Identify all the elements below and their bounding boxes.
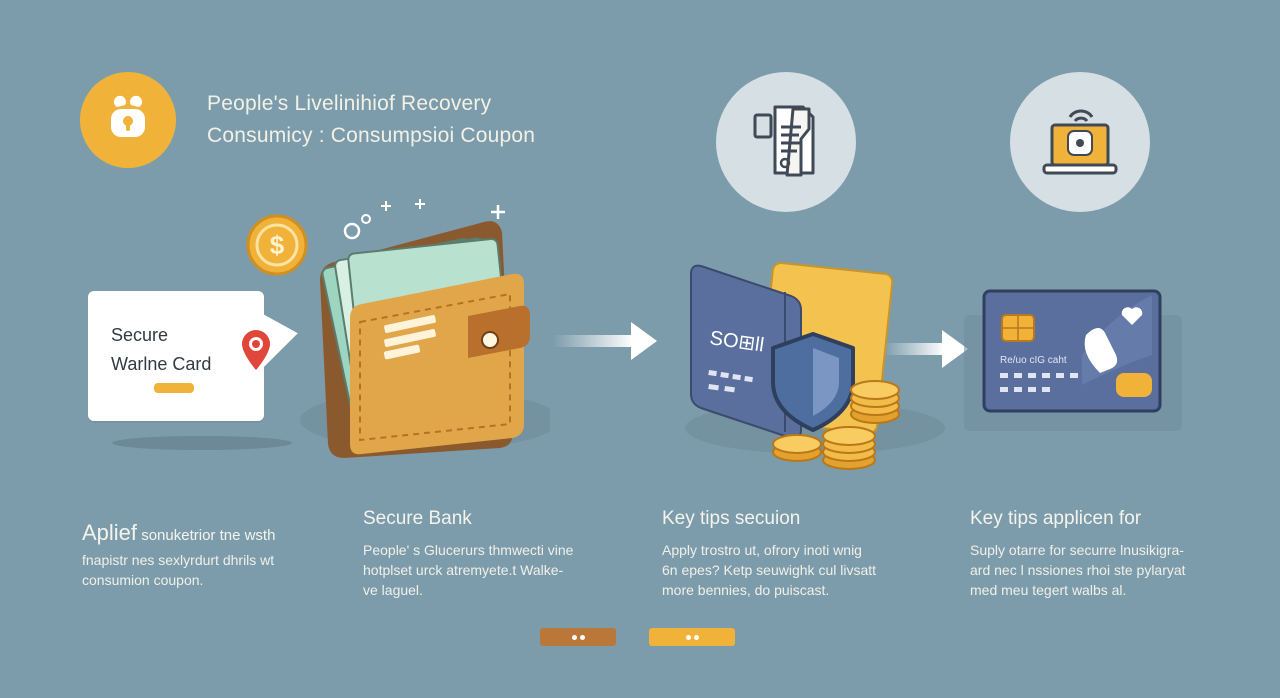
column-3-line-1: Apply trostro ut, ofrory inoti wnig (662, 542, 862, 558)
column-2: Secure Bank People' s Glucerurs thmwecti… (363, 508, 573, 600)
bank-card-shield-icon: SO⊞ll (665, 258, 945, 473)
column-4: Key tips applicen for Suply otarre for s… (970, 508, 1186, 600)
final-card-icon: Re/uo cIG caht (962, 285, 1184, 433)
document-icon (716, 72, 856, 212)
wallet-icon (280, 210, 550, 470)
column-2-title: Secure Bank (363, 508, 472, 529)
title-line-2: Consumicy : Consumpsioi Coupon (207, 124, 536, 147)
pager-dot-2[interactable] (649, 628, 735, 646)
pager-dot-1-mark-a (571, 634, 577, 640)
pager-dot-2-mark-b (693, 634, 699, 640)
arrow-right-icon (553, 318, 663, 364)
card-shadow (112, 436, 292, 450)
title-line-1: People's Livelinihiof Recovery (207, 92, 492, 115)
column-1: Aplief sonuketrior tne wsth fnapistr nes… (82, 520, 275, 590)
secure-card-line-2: Warlne Card (111, 354, 212, 374)
column-1-title: Aplief sonuketrior tne wsth (82, 520, 275, 546)
laptop-lock-icon (1010, 72, 1150, 212)
column-1-line-1: fnapistr nes sexlyrdurt dhrils wt (82, 552, 275, 568)
pager-dot-2-mark-a (685, 634, 691, 640)
label-accent-bar (154, 383, 194, 393)
column-4-line-3: med meu tegert walbs al. (970, 582, 1127, 598)
arrow-right-icon-2 (884, 326, 974, 372)
secure-card-text: Secure Warlne Card (111, 321, 211, 379)
column-4-title: Key tips applicen for (970, 508, 1142, 529)
column-3: Key tips secuion Apply trostro ut, ofror… (662, 508, 876, 600)
coin-stack-icon (772, 380, 900, 470)
column-1-title-rest: sonuketrior tne wsth (137, 527, 276, 544)
coin-symbol: $ (270, 230, 285, 260)
column-2-line-1: People' s Glucerurs thmwecti vine (363, 542, 574, 558)
column-4-line-2: ard nec l nssiones rhoi ste pylaryat (970, 562, 1186, 578)
column-4-line-1: Suply otarre for securre lnusikigra- (970, 542, 1184, 558)
secure-card-line-1: Secure (111, 325, 169, 345)
pager-dot-1-mark-b (579, 634, 585, 640)
secure-card-label: Secure Warlne Card (88, 291, 264, 421)
column-1-title-lead: Aplief (82, 520, 138, 545)
column-3-line-3: more bennies, do puiscast. (662, 582, 830, 598)
column-2-line-2: hotplset urck atremyete.t Walke- (363, 562, 564, 578)
column-2-line-3: ve laguel. (363, 582, 423, 598)
sparkle-icon (340, 195, 510, 245)
page-title: People's Livelinihiof Recovery Consumicy… (207, 88, 535, 152)
final-card-text: Re/uo cIG caht (1000, 355, 1067, 366)
column-3-title: Key tips secuion (662, 508, 801, 529)
lock-bag-icon (80, 72, 176, 168)
column-3-line-2: 6n epes? Ketp seuwighk cul livsatt (662, 562, 877, 578)
pager-dot-1[interactable] (540, 628, 616, 646)
coin-icon: $ (246, 214, 308, 276)
column-1-line-2: consumion coupon. (82, 572, 204, 588)
location-pin-icon (236, 326, 276, 376)
